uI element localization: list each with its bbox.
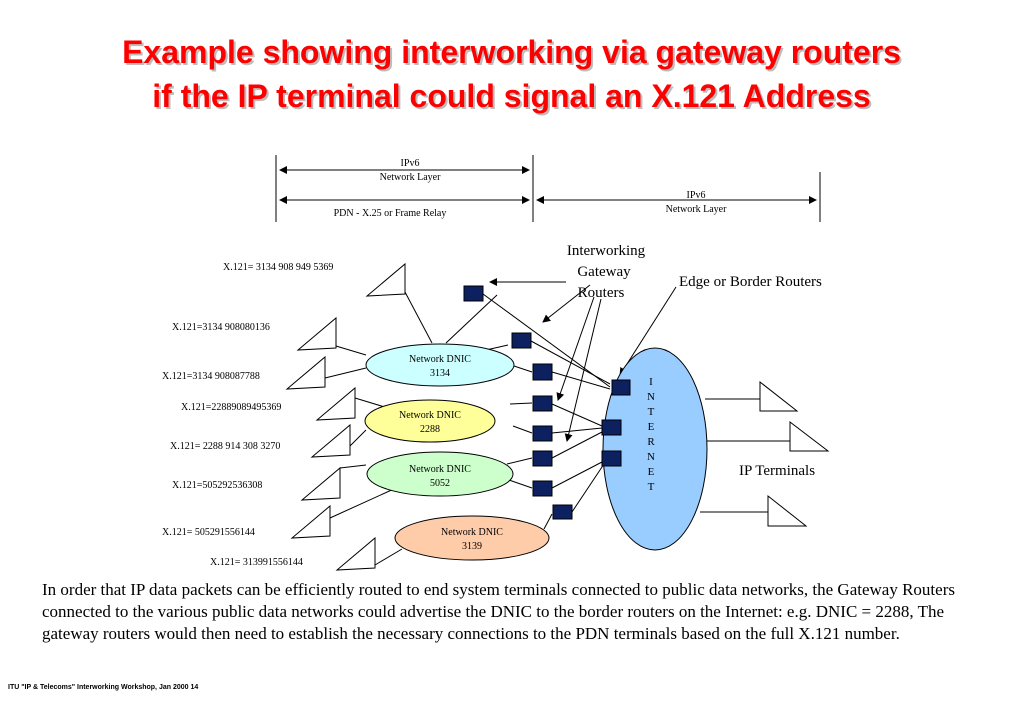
network-name: Network DNIC: [441, 527, 503, 538]
network-ellipse: [394, 515, 550, 561]
ip-terminal-icon: [759, 380, 799, 412]
network-ellipse: [366, 451, 514, 497]
x121-address: X.121= 505291556144: [162, 527, 255, 538]
pdn-terminal-icon: [365, 262, 406, 297]
pdn-terminal-icon: [310, 423, 351, 458]
gateway-router-icon: [532, 480, 553, 497]
network-code: 3134: [430, 368, 450, 379]
ip-terminal-icon: [767, 494, 808, 527]
pdn-terminal-icon: [296, 316, 337, 351]
gateway-router-icon: [552, 504, 573, 520]
network-name: Network DNIC: [409, 464, 471, 475]
network-ellipse: [365, 343, 515, 387]
gateway-router-icon: [532, 425, 553, 442]
internet-letter: E: [648, 466, 655, 478]
internet-letter: T: [648, 406, 655, 418]
network-3139: Network DNIC 3139: [394, 515, 550, 561]
gateway-router-icon: [532, 450, 553, 467]
routers: [463, 285, 631, 520]
network-5052: Network DNIC 5052: [366, 451, 514, 497]
ip-terminal-icon: [789, 420, 830, 452]
callout-arrows: [489, 278, 677, 442]
border-router-icon: [601, 419, 622, 436]
x121-address: X.121=505292536308: [172, 480, 262, 491]
internet-cloud: I N T E R N E T: [602, 347, 708, 551]
slide-title: Example showing interworking via gateway…: [0, 30, 1023, 118]
internet-ellipse: [602, 347, 708, 551]
network-code: 2288: [420, 424, 440, 435]
title-line-2: if the IP terminal could signal an X.121…: [152, 78, 871, 114]
layer-span-indicators: [275, 155, 821, 222]
x121-address: X.121= 2288 914 308 3270: [170, 441, 280, 452]
ipv6-left-label-1: IPv6: [401, 158, 420, 169]
gateway-router-icon: [511, 332, 532, 349]
dnic-networks: Network DNIC 3134 Network DNIC 2288 Netw…: [364, 343, 550, 561]
network-name: Network DNIC: [399, 410, 461, 421]
network-code: 5052: [430, 478, 450, 489]
network-ellipse: [364, 399, 496, 443]
pdn-terminal-icon: [315, 386, 356, 421]
ipv6-right-label-2: Network Layer: [666, 204, 727, 215]
pdn-terminals: [285, 262, 406, 571]
interworking-label-1: Interworking: [567, 243, 646, 259]
x121-address: X.121=3134 908080136: [172, 322, 270, 333]
pdn-terminal-icon: [285, 355, 326, 390]
border-router-icon: [601, 450, 622, 467]
explanation-paragraph: In order that IP data packets can be eff…: [42, 580, 955, 643]
title-line-1: Example showing interworking via gateway…: [122, 34, 901, 70]
x121-address: X.121= 3134 908 949 5369: [223, 262, 333, 273]
footer: ITU "IP & Telecoms" Interworking Worksho…: [8, 684, 199, 691]
x121-address: X.121=3134 908087788: [162, 371, 260, 382]
internet-letter: R: [647, 436, 655, 448]
border-router-icon: [611, 379, 631, 396]
internet-letter: E: [648, 421, 655, 433]
gateway-router-icon: [463, 285, 484, 302]
internet-letter: T: [648, 481, 655, 493]
network-3134: Network DNIC 3134: [365, 343, 515, 387]
x121-address: X.121=22889089495369: [181, 402, 281, 413]
network-code: 3139: [462, 541, 482, 552]
internet-letter: N: [647, 451, 655, 463]
pdn-label: PDN - X.25 or Frame Relay: [334, 208, 447, 219]
network-name: Network DNIC: [409, 354, 471, 365]
ip-terminals-label: IP Terminals: [739, 463, 815, 479]
ipv6-right-label-1: IPv6: [687, 190, 706, 201]
ip-terminals: [759, 380, 830, 527]
network-2288: Network DNIC 2288: [364, 399, 496, 443]
internet-letter: I: [649, 376, 653, 388]
interworking-label-3: Routers: [578, 285, 625, 301]
gateway-router-icon: [532, 363, 553, 381]
pdn-terminal-icon: [300, 466, 341, 501]
pdn-terminal-icon: [335, 536, 376, 571]
x121-address: X.121= 313991556144: [210, 557, 303, 568]
edge-routers-label: Edge or Border Routers: [679, 274, 822, 290]
interworking-label-2: Gateway: [577, 264, 631, 280]
internet-letter: N: [647, 391, 655, 403]
gateway-router-icon: [532, 395, 553, 412]
pdn-terminal-icon: [290, 504, 331, 539]
ipv6-left-label-2: Network Layer: [380, 172, 441, 183]
